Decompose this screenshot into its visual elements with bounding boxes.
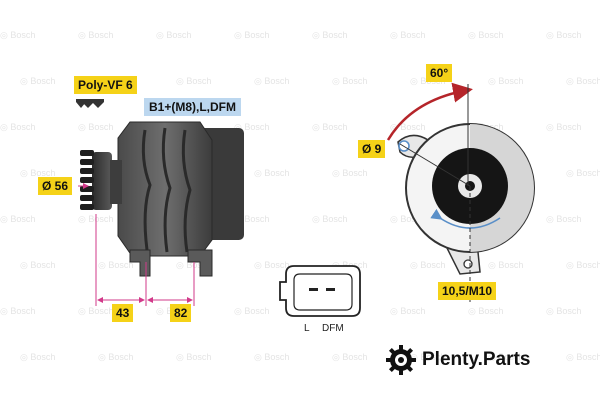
- watermark-text: ◎ Bosch: [20, 352, 56, 362]
- brand-name: Plenty.Parts: [422, 349, 531, 370]
- rotation-arrow: [430, 208, 501, 229]
- watermark-text: ◎ Bosch: [566, 76, 600, 86]
- bolt-size-label: 10,5/M10: [438, 282, 497, 300]
- housing-body: [117, 121, 213, 257]
- watermark-text: ◎ Bosch: [312, 214, 348, 224]
- watermark-text: ◎ Bosch: [410, 352, 446, 362]
- watermark-text: ◎ Bosch: [254, 260, 290, 270]
- watermark-text: ◎ Bosch: [254, 168, 290, 178]
- watermark-text: ◎ Bosch: [390, 30, 426, 40]
- watermark-text: ◎ Bosch: [488, 260, 524, 270]
- alternator-side-view: [78, 121, 244, 306]
- watermark-text: ◎ Bosch: [0, 214, 36, 224]
- watermark-text: ◎ Bosch: [156, 30, 192, 40]
- watermark-text: ◎ Bosch: [390, 214, 426, 224]
- watermark-text: ◎ Bosch: [332, 352, 368, 362]
- dimension-lines: [78, 183, 195, 306]
- watermark-text: ◎ Bosch: [332, 168, 368, 178]
- belt-type-label: Poly-VF 6: [74, 76, 137, 94]
- watermark-text: ◎ Bosch: [312, 30, 348, 40]
- dimension-82-label: 82: [170, 304, 192, 322]
- watermark-text: ◎ Bosch: [234, 306, 270, 316]
- watermark-text: ◎ Bosch: [20, 76, 56, 86]
- watermark-text: ◎ Bosch: [234, 214, 270, 224]
- angle-arrow: [386, 82, 473, 141]
- dimension-43-label: 43: [112, 304, 134, 322]
- mounting-foot-front: [129, 249, 151, 277]
- pin-dfm: [326, 288, 335, 291]
- watermark-text: ◎ Bosch: [468, 306, 504, 316]
- watermark-text: ◎ Bosch: [20, 168, 56, 178]
- watermark-text: ◎ Bosch: [488, 76, 524, 86]
- watermark-text: ◎ Bosch: [312, 122, 348, 132]
- watermark-text: ◎ Bosch: [546, 122, 582, 132]
- watermark-text: ◎ Bosch: [98, 260, 134, 270]
- watermark-text: ◎ Bosch: [20, 260, 56, 270]
- watermark-text: ◎ Bosch: [78, 122, 114, 132]
- connector-plug: [279, 265, 361, 317]
- watermark-text: ◎ Bosch: [390, 122, 426, 132]
- watermark-text: ◎ Bosch: [566, 168, 600, 178]
- watermark-text: ◎ Bosch: [176, 76, 212, 86]
- watermark-text: ◎ Bosch: [254, 76, 290, 86]
- mounting-foot-rear: [187, 249, 213, 277]
- watermark-text: ◎ Bosch: [410, 260, 446, 270]
- pin-l-label: L: [304, 323, 310, 334]
- watermark-text: ◎ Bosch: [0, 30, 36, 40]
- hole-diameter-label: Ø 9: [358, 140, 386, 158]
- watermark-text: ◎ Bosch: [98, 352, 134, 362]
- watermark-text: ◎ Bosch: [0, 306, 36, 316]
- watermark-text: ◎ Bosch: [546, 30, 582, 40]
- brand-gear-icon: [386, 345, 416, 375]
- watermark-text: ◎ Bosch: [332, 76, 368, 86]
- alternator-front-view: [386, 82, 535, 302]
- watermark-text: ◎ Bosch: [254, 352, 290, 362]
- brand-logo: Plenty.Parts: [386, 344, 530, 376]
- terminal-label: B1+(M8),L,DFM: [144, 98, 241, 116]
- pin-dfm-label: DFM: [322, 323, 344, 334]
- pulley: [80, 150, 122, 210]
- watermark-text: ◎ Bosch: [546, 306, 582, 316]
- watermark-text: ◎ Bosch: [0, 122, 36, 132]
- watermark-text: ◎ Bosch: [234, 122, 270, 132]
- watermark-text: ◎ Bosch: [234, 30, 270, 40]
- angle-label: 60°: [426, 64, 453, 82]
- watermark-text: ◎ Bosch: [78, 306, 114, 316]
- pin-l: [309, 288, 318, 291]
- watermark-text: ◎ Bosch: [176, 352, 212, 362]
- watermark-text: ◎ Bosch: [78, 30, 114, 40]
- watermark-text: ◎ Bosch: [566, 260, 600, 270]
- watermark-text: ◎ Bosch: [332, 260, 368, 270]
- watermark-text: ◎ Bosch: [468, 30, 504, 40]
- watermark-text: ◎ Bosch: [390, 306, 426, 316]
- cooling-fins: [141, 127, 192, 253]
- watermark-text: ◎ Bosch: [546, 214, 582, 224]
- pulley-diameter-label: Ø 56: [38, 177, 73, 195]
- watermark-text: ◎ Bosch: [566, 352, 600, 362]
- belt-profile-icon: [76, 99, 104, 108]
- watermark-text: ◎ Bosch: [488, 352, 524, 362]
